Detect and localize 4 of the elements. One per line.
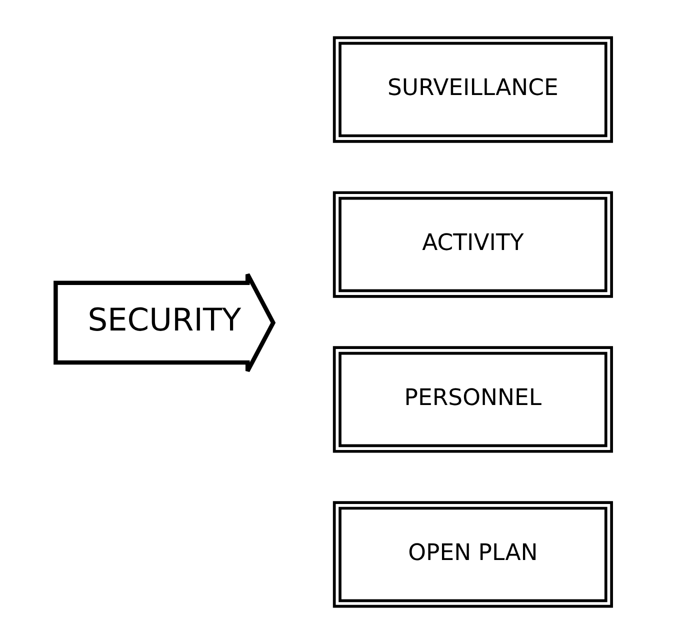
node-box: ACTIVITY — [332, 191, 612, 298]
node-box: OPEN PLAN — [332, 501, 612, 608]
node-box: SURVEILLANCE — [332, 36, 612, 143]
node-box: PERSONNEL — [332, 346, 612, 453]
